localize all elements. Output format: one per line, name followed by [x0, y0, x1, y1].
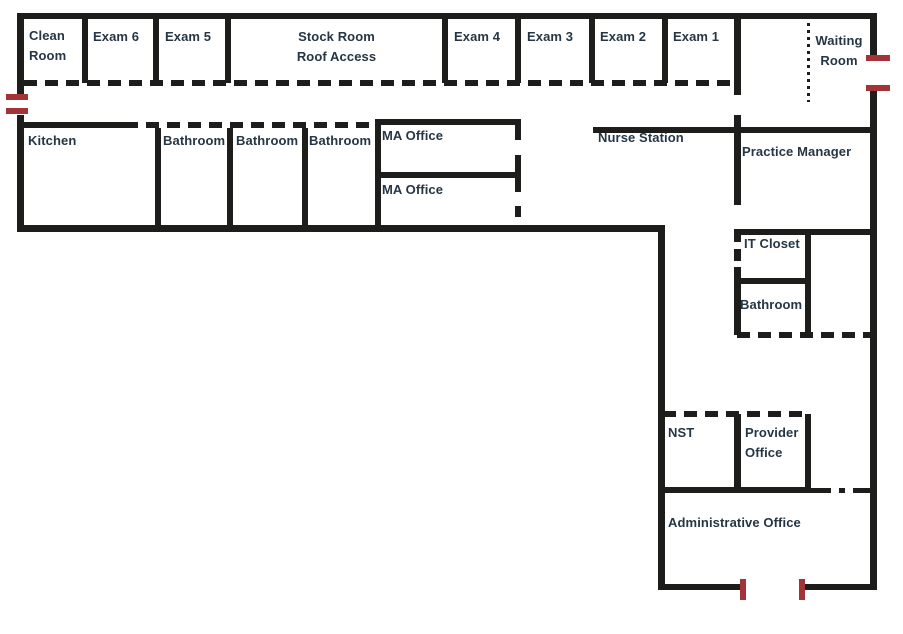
room-label-exam-5: Exam 5 — [165, 29, 212, 44]
wall-divider-kitchen-bathroom1 — [155, 128, 161, 225]
room-label-administrative-office: Administrative Office — [668, 515, 801, 530]
room-label-nurse-station: Nurse Station — [598, 130, 684, 145]
wall-it-closet-left-stub — [734, 235, 741, 242]
room-label-stock-room: Stock Room Roof Access — [228, 27, 445, 67]
area-divider-dashdot-dash1 — [811, 488, 831, 493]
wall-ma-office-divider — [375, 172, 518, 178]
room-label-ma-office-2: MA Office — [382, 182, 444, 197]
room-label-bathroom-4: Bathroom — [740, 297, 803, 312]
wall-it-block-right — [805, 229, 811, 335]
wall-ma-office-right-a — [515, 119, 521, 140]
wall-corridor-left — [658, 229, 665, 590]
stock-room-line2: Roof Access — [296, 49, 377, 64]
room-label-ma-office-1: MA Office — [382, 128, 444, 143]
wall-it-closet-left-lower — [734, 267, 741, 335]
wall-nst-provider-divider — [734, 414, 741, 493]
room-label-exam-3: Exam 3 — [527, 29, 574, 44]
bathroom4-door-dashed-line — [737, 332, 870, 338]
wall-left-lower — [17, 115, 24, 232]
wall-admin-bottom-left — [658, 584, 744, 590]
door-marker-left-entrance-bottom — [6, 108, 28, 114]
wall-admin-office-top — [658, 487, 811, 493]
wall-ma-office-right-door-dash — [515, 206, 521, 217]
wall-exam1-vestibule-upper — [734, 19, 741, 95]
wall-divider-exam5-stockroom — [225, 19, 231, 83]
area-divider-dashdot-dot — [839, 488, 845, 493]
wall-ma-office-top — [375, 119, 518, 125]
waiting-room-partition-dotted-line — [807, 16, 810, 102]
room-label-exam-4: Exam 4 — [454, 29, 501, 44]
wall-left-upper — [17, 13, 24, 95]
wall-nurse-station — [593, 127, 877, 133]
room-label-exam-2: Exam 2 — [600, 29, 647, 44]
wall-divider-exam4-exam3 — [515, 19, 521, 83]
bathrooms-door-dashed-line — [125, 122, 377, 128]
room-label-bathroom-2: Bathroom — [236, 133, 299, 148]
room-label-waiting-room: Waiting Room — [815, 33, 863, 68]
wall-right-upper — [870, 13, 877, 55]
room-label-exam-1: Exam 1 — [673, 29, 720, 44]
room-label-bathroom-3: Bathroom — [309, 133, 372, 148]
wall-provider-office-right — [805, 414, 811, 493]
wall-itcloset-bathroom-divider — [737, 278, 808, 284]
door-marker-admin-left — [740, 579, 746, 600]
wall-right-lower — [870, 91, 877, 590]
room-label-provider-office: Provider Office — [745, 425, 799, 460]
wall-divider-exam3-exam2 — [589, 19, 595, 83]
door-marker-admin-right — [799, 579, 805, 600]
door-marker-left-entrance-top — [6, 94, 28, 100]
room-label-clean-room: Clean Room — [29, 28, 67, 63]
wall-divider-bathroom1-bathroom2 — [227, 128, 233, 225]
hallway-door-dashed-line — [24, 80, 734, 86]
area-divider-dashdot-dash2 — [853, 488, 872, 493]
stock-room-line1: Stock Room — [298, 29, 375, 44]
wall-divider-cleanroom-exam6 — [82, 19, 88, 83]
room-label-bathroom-1: Bathroom — [163, 133, 226, 148]
door-marker-waiting-room-bottom — [866, 85, 890, 91]
wall-divider-stockroom-exam4 — [442, 19, 448, 83]
wall-divider-exam6-exam5 — [153, 19, 159, 83]
wall-admin-bottom-right — [801, 584, 877, 590]
wall-top — [17, 13, 877, 19]
wall-divider-exam2-exam1 — [662, 19, 668, 83]
wall-kitchen-top — [17, 122, 125, 128]
room-label-it-closet: IT Closet — [744, 236, 800, 251]
wall-divider-bathroom2-bathroom3 — [302, 128, 308, 225]
wall-ma-office-right-b — [515, 155, 521, 192]
wall-practice-manager-left — [734, 115, 741, 205]
room-label-practice-manager: Practice Manager — [742, 144, 852, 159]
room-label-nst: NST — [668, 425, 695, 440]
room-label-exam-6: Exam 6 — [93, 29, 140, 44]
wall-row2-bottom — [17, 225, 665, 232]
door-marker-waiting-room-top — [866, 55, 890, 61]
room-label-kitchen: Kitchen — [28, 133, 77, 148]
wall-it-closet-door-dash — [734, 249, 741, 261]
